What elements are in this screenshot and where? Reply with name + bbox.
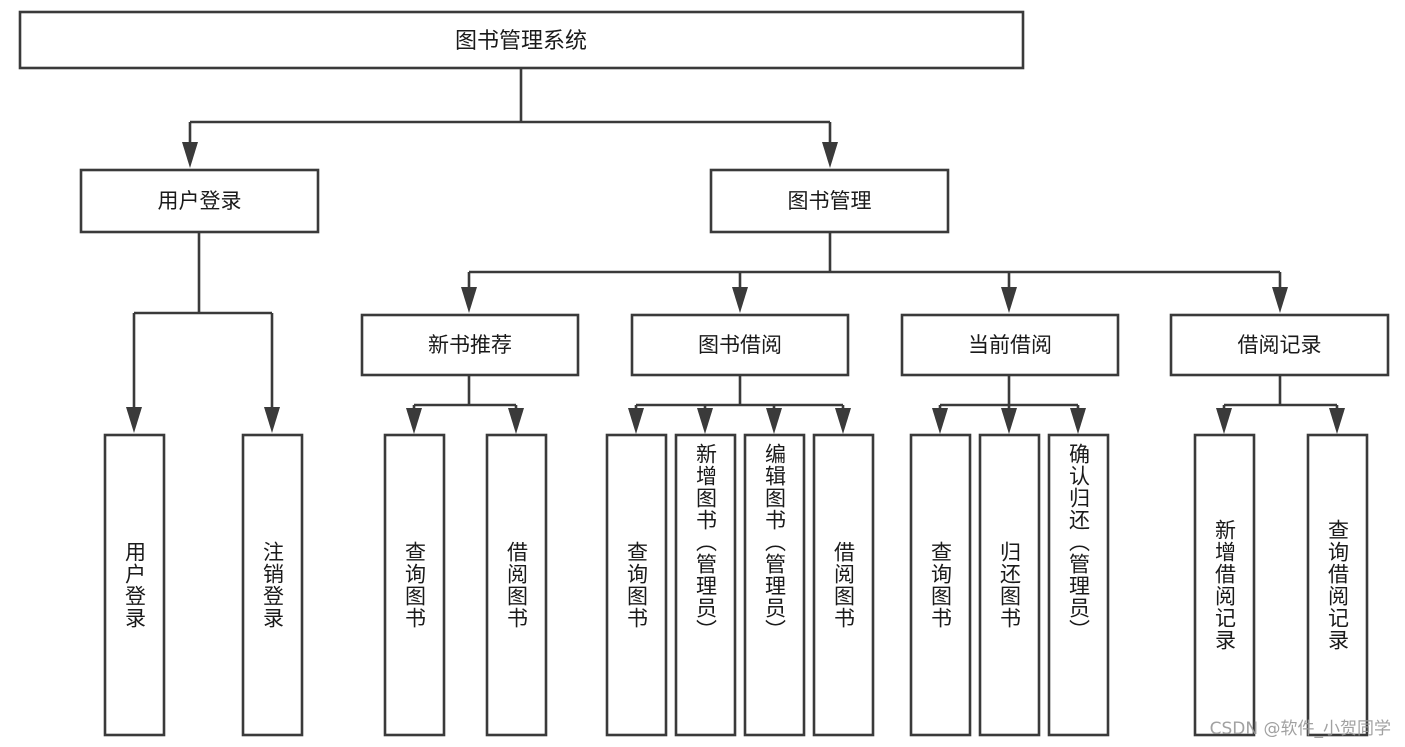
leaf-box-group (103, 433, 1369, 737)
node-book-manage[interactable]: 图书管理 (709, 168, 950, 234)
arrow-to-leaf-return-book (1001, 408, 1017, 434)
connector-user-login-children (126, 232, 280, 433)
node-leaf-query-record[interactable] (1306, 433, 1369, 737)
connector-book-manage-children (461, 232, 1288, 313)
node-leaf-edit-book[interactable] (743, 433, 806, 737)
arrow-to-new-book-recommend (461, 287, 477, 313)
arrow-to-leaf-query-book-2 (628, 408, 644, 434)
node-leaf-borrow-book-2[interactable] (812, 433, 875, 737)
node-borrow-record-label: 借阅记录 (1238, 333, 1322, 357)
node-book-manage-label: 图书管理 (788, 189, 872, 213)
arrow-to-leaf-borrow-book-1 (508, 408, 524, 434)
arrow-to-leaf-borrow-book-2 (835, 408, 851, 434)
node-user-login-label: 用户登录 (158, 189, 242, 213)
arrow-to-current-borrow (1001, 287, 1017, 313)
arrow-to-leaf-user-logout (264, 407, 280, 433)
connector-borrow-record-children (1216, 375, 1345, 434)
arrow-to-leaf-add-book (697, 408, 713, 434)
node-new-book-recommend-label: 新书推荐 (428, 333, 512, 357)
node-leaf-add-record[interactable] (1193, 433, 1256, 737)
arrow-to-user-login (182, 142, 198, 168)
node-root-label: 图书管理系统 (455, 29, 587, 54)
node-leaf-confirm-return[interactable] (1047, 433, 1110, 737)
node-leaf-return-book[interactable] (978, 433, 1041, 737)
node-leaf-query-book-3[interactable] (909, 433, 972, 737)
arrow-to-leaf-add-record (1216, 408, 1232, 434)
connector-root-to-level2 (182, 68, 838, 168)
arrow-to-borrow-record (1272, 287, 1288, 313)
node-user-login[interactable]: 用户登录 (79, 168, 320, 234)
node-current-borrow[interactable]: 当前借阅 (900, 313, 1120, 377)
node-leaf-user-logout[interactable] (241, 433, 304, 737)
arrow-to-book-manage (822, 142, 838, 168)
node-leaf-query-book-2[interactable] (605, 433, 668, 737)
node-book-borrow[interactable]: 图书借阅 (630, 313, 850, 377)
connector-book-borrow-children (628, 375, 851, 434)
node-borrow-record[interactable]: 借阅记录 (1169, 313, 1390, 377)
node-leaf-add-book[interactable] (674, 433, 737, 737)
arrow-to-leaf-user-login (126, 407, 142, 433)
arrow-to-leaf-query-book-3 (932, 408, 948, 434)
node-leaf-borrow-book-1[interactable] (485, 433, 548, 737)
csdn-watermark: CSDN @软件_小贺同学 (1209, 719, 1391, 739)
connector-new-book-recommend-children (406, 375, 524, 434)
arrow-to-book-borrow (732, 287, 748, 313)
arrow-to-leaf-query-record (1329, 408, 1345, 434)
node-current-borrow-label: 当前借阅 (968, 333, 1052, 357)
node-leaf-query-book-1[interactable] (383, 433, 446, 737)
arrow-to-leaf-query-book-1 (406, 408, 422, 434)
node-leaf-user-login[interactable] (103, 433, 166, 737)
node-book-borrow-label: 图书借阅 (698, 333, 782, 357)
arrow-to-leaf-edit-book (766, 408, 782, 434)
arrow-to-leaf-confirm-return (1070, 408, 1086, 434)
node-root[interactable]: 图书管理系统 (18, 10, 1025, 70)
connector-current-borrow-children (932, 375, 1086, 434)
node-new-book-recommend[interactable]: 新书推荐 (360, 313, 580, 377)
